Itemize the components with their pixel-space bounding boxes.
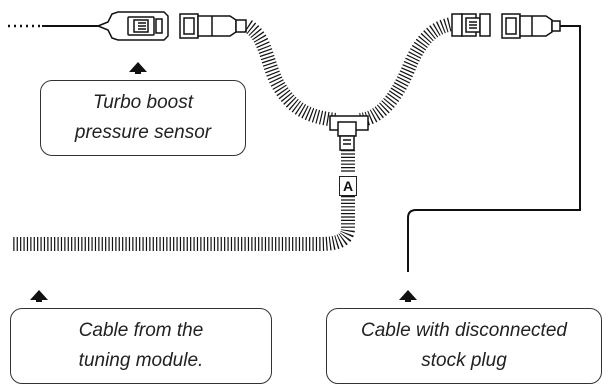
right-corrugated-sleeve [358, 17, 454, 127]
turbo-sensor-label-line1: Turbo boost [93, 92, 193, 113]
tuning-cable-label-line2: tuning module. [78, 350, 204, 371]
stock-cable-label-line2: stock plug [421, 350, 507, 371]
stock-cable-wire [407, 25, 581, 272]
turbo-sensor-label-line2: pressure sensor [74, 122, 212, 143]
arrow-up-icon [30, 290, 48, 302]
t-junction-icon [329, 115, 369, 151]
turbo-sensor-callout: Turbo boost pressure sensor [40, 80, 246, 156]
arrow-up-icon [129, 62, 147, 74]
arrow-up-icon [399, 290, 417, 302]
stock-cable-callout: Cable with disconnected stock plug [326, 308, 602, 384]
tuning-cable-callout: Cable from the tuning module. [10, 308, 272, 384]
left-corrugated-sleeve [243, 20, 337, 127]
sensor-connector-icon [95, 11, 169, 41]
stock-plug-icon [501, 13, 561, 39]
center-corrugated-sleeve [12, 150, 355, 251]
left-harness-plug-icon [179, 13, 247, 39]
stock-cable-label-line1: Cable with disconnected [361, 320, 567, 341]
right-harness-plug-icon [451, 13, 491, 37]
tuning-cable-label-line1: Cable from the [78, 320, 204, 341]
connector-a-marker: A [339, 176, 357, 196]
